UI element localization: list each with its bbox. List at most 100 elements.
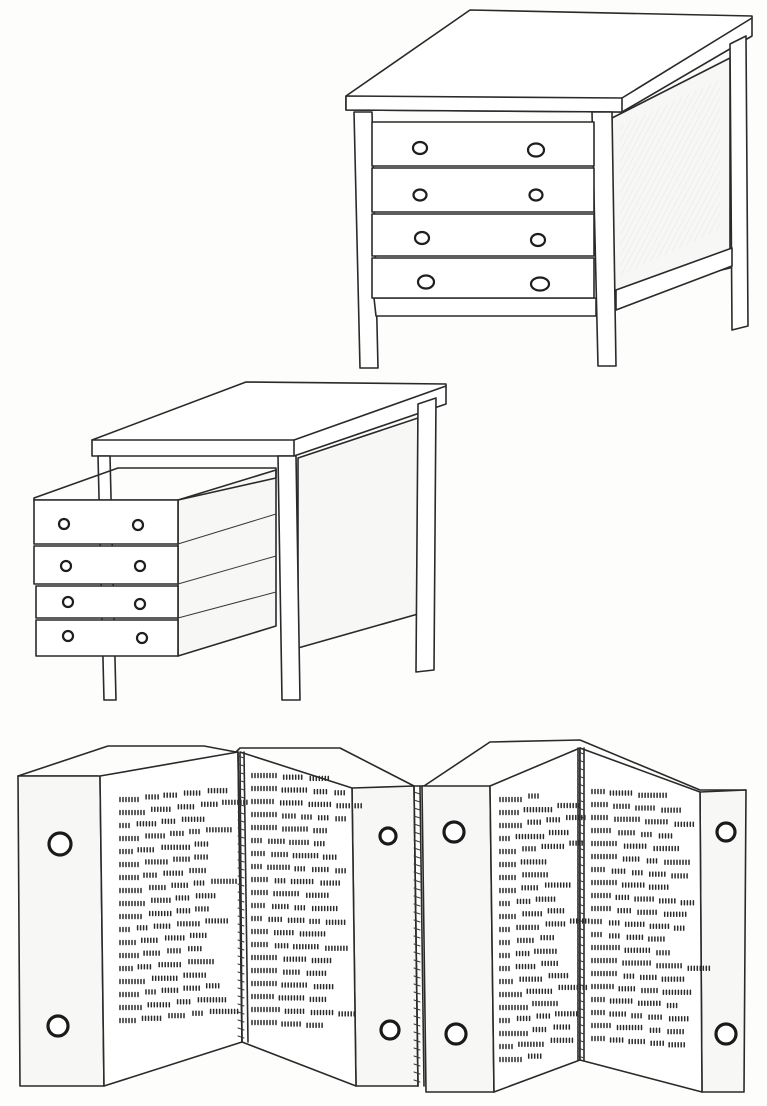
drawer-unit-side bbox=[177, 469, 277, 657]
stitch-mark bbox=[577, 943, 585, 947]
accordion-book-figure bbox=[17, 739, 747, 1093]
stitch-mark bbox=[413, 1079, 421, 1083]
stitch-mark bbox=[577, 879, 585, 883]
stitch-mark bbox=[413, 823, 421, 827]
stitch-mark bbox=[413, 887, 421, 891]
stitch-mark bbox=[413, 991, 421, 995]
stitch-mark bbox=[577, 951, 585, 955]
stitch-mark bbox=[413, 807, 421, 811]
stitch-mark bbox=[413, 847, 421, 851]
knob-icon bbox=[442, 820, 466, 844]
stitch-mark bbox=[237, 771, 245, 775]
stitch-mark bbox=[577, 967, 585, 971]
stitch-mark bbox=[413, 799, 421, 803]
stitch-mark bbox=[237, 947, 245, 951]
knob-icon bbox=[46, 1014, 70, 1038]
knob-icon bbox=[133, 559, 147, 573]
drawer bbox=[35, 585, 179, 619]
stitch-mark bbox=[237, 1027, 245, 1031]
stitch-mark bbox=[577, 1055, 585, 1059]
stitch-mark bbox=[577, 991, 585, 995]
knob-icon bbox=[714, 1022, 738, 1046]
desk-closed-figure bbox=[345, 9, 753, 369]
stitch-mark bbox=[413, 871, 421, 875]
stitch-mark bbox=[237, 963, 245, 967]
stitch-mark bbox=[237, 923, 245, 927]
desk-front-leg-right bbox=[591, 111, 617, 367]
stitch-mark bbox=[237, 779, 245, 783]
stitch-mark bbox=[237, 835, 245, 839]
stitch-mark bbox=[237, 931, 245, 935]
stitch-mark bbox=[577, 839, 585, 843]
knob-icon bbox=[411, 140, 429, 156]
knob-icon bbox=[133, 597, 147, 611]
knob-icon bbox=[526, 142, 546, 158]
drawer bbox=[371, 121, 595, 167]
stitch-mark bbox=[413, 1015, 421, 1019]
book-knobs bbox=[46, 820, 738, 1046]
stitch-mark bbox=[577, 855, 585, 859]
stitch-mark bbox=[237, 875, 245, 879]
desk-top-front-edge bbox=[345, 95, 623, 113]
stitch-mark bbox=[413, 1039, 421, 1043]
desk-drawer-stack bbox=[371, 121, 595, 299]
stitch-mark bbox=[237, 1003, 245, 1007]
stitch-mark bbox=[237, 1011, 245, 1015]
stitch-mark bbox=[413, 911, 421, 915]
stitch-mark bbox=[577, 799, 585, 803]
stitch-mark bbox=[577, 831, 585, 835]
drawer bbox=[33, 499, 179, 545]
knob-icon bbox=[61, 595, 75, 609]
stitch-mark bbox=[413, 983, 421, 987]
stitch-mark bbox=[413, 1031, 421, 1035]
stitch-mark bbox=[237, 755, 245, 759]
stitch-mark bbox=[577, 895, 585, 899]
stitch-mark bbox=[413, 999, 421, 1003]
stitch-mark bbox=[413, 967, 421, 971]
stitch-mark bbox=[237, 955, 245, 959]
stitch-mark bbox=[413, 935, 421, 939]
stitch-mark bbox=[413, 839, 421, 843]
knob-icon bbox=[529, 232, 547, 248]
stitch-mark bbox=[237, 883, 245, 887]
stitch-mark bbox=[577, 783, 585, 787]
desk2-side-panel bbox=[297, 417, 419, 649]
stitch-mark bbox=[413, 943, 421, 947]
desk-side-rail bbox=[615, 247, 733, 311]
knob-icon bbox=[413, 230, 431, 246]
stitch-mark bbox=[577, 807, 585, 811]
drawer bbox=[371, 213, 595, 257]
stitch-mark bbox=[413, 791, 421, 795]
knob-icon bbox=[416, 274, 436, 290]
stitch-mark bbox=[237, 843, 245, 847]
stitch-mark bbox=[577, 887, 585, 891]
book-stitch-spine bbox=[413, 785, 419, 1087]
stitch-mark bbox=[237, 995, 245, 999]
stitch-mark bbox=[577, 911, 585, 915]
stitch-mark bbox=[237, 811, 245, 815]
knob-icon bbox=[529, 276, 551, 292]
stitch-mark bbox=[577, 999, 585, 1003]
stitch-mark bbox=[413, 975, 421, 979]
book-page-scribble-lines bbox=[119, 772, 711, 1063]
knob-icon bbox=[412, 188, 428, 202]
knob-icon bbox=[379, 1019, 401, 1041]
drawer-unit-knobs bbox=[57, 517, 149, 645]
stitch-mark bbox=[577, 1007, 585, 1011]
book-stitch-spine bbox=[237, 751, 243, 1043]
knob-icon bbox=[57, 517, 71, 531]
stitch-mark bbox=[413, 1063, 421, 1067]
stitch-mark bbox=[413, 1055, 421, 1059]
stitch-mark bbox=[237, 979, 245, 983]
stitch-mark bbox=[237, 867, 245, 871]
stitch-mark bbox=[577, 751, 585, 755]
stitch-mark bbox=[413, 863, 421, 867]
stitch-mark bbox=[237, 1019, 245, 1023]
stitch-mark bbox=[413, 815, 421, 819]
stitch-mark bbox=[413, 831, 421, 835]
stitch-mark bbox=[237, 987, 245, 991]
stitch-mark bbox=[577, 1047, 585, 1051]
stitch-mark bbox=[237, 827, 245, 831]
drawer bbox=[35, 619, 179, 657]
